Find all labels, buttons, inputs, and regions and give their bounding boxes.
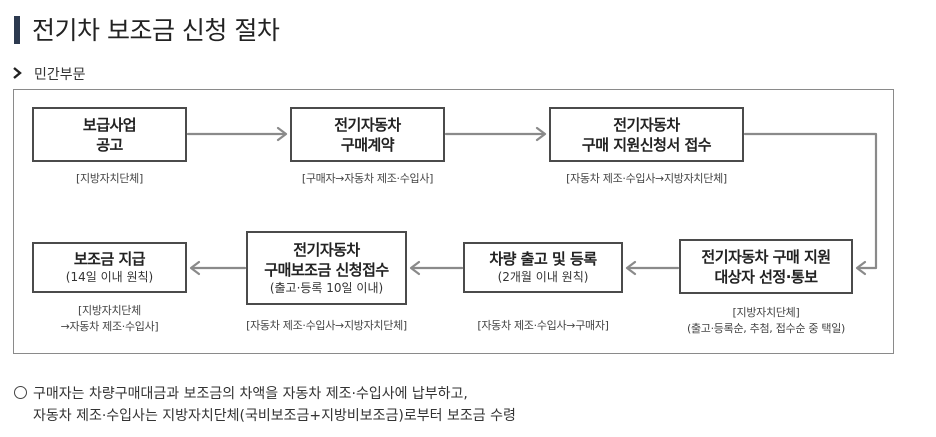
step-title-line: 보급사업 [82, 115, 137, 134]
arrow-left [189, 260, 247, 276]
step-note-line: [자동차 제조·수입사→지방자치단체] [246, 319, 407, 332]
step-note-line: [자동차 제조·수입사→구매자] [477, 319, 609, 332]
step-note-line: →자동차 제조·수입사] [60, 320, 159, 333]
step-note-line: [구매자→자동차 제조·수입사] [301, 172, 434, 185]
section-label: 민간부문 [34, 67, 86, 83]
step-note: [자동차 제조·수입사→지방자치단체] [221, 318, 432, 334]
step-title-line: 구매 지원신청서 접수 [581, 135, 712, 154]
step-title-line: 보조금 지급 [73, 250, 146, 268]
step-title-line: 대상자 선정·통보 [714, 267, 818, 286]
step-delivery-registration: 차량 출고 및 등록 (2개월 이내 원칙) [463, 242, 623, 293]
step-title-line: 전기자동차 [334, 115, 401, 134]
step-subtitle: (출고·등록 10일 이내) [269, 280, 384, 295]
step-note-line: [지방자치단체] [76, 172, 143, 185]
step-title-line: 공고 [96, 135, 123, 154]
footnote-line-2: 자동차 제조·수입사는 지방자치단체(국비보조금+지방비보조금)로부터 보조금 … [33, 408, 516, 424]
step-title-line: 구매계약 [340, 135, 395, 154]
page-title: 전기차 보조금 신청 절차 [32, 16, 280, 45]
footnote: 구매자는 차량구매대금과 보조금의 차액을 자동차 제조·수입사에 납부하고, … [14, 383, 516, 427]
title-accent-bar [14, 16, 20, 44]
step-subtitle: (14일 이내 원칙) [65, 270, 154, 284]
arrow-left [625, 260, 680, 276]
step-note-line: (출고·등록순, 추첨, 접수순 중 택일) [686, 322, 846, 335]
arrow-left [409, 260, 464, 276]
step-application-receipt: 전기자동차 구매 지원신청서 접수 [549, 107, 744, 162]
step-note: [지방자치단체] (출고·등록순, 추첨, 접수순 중 택일) [666, 305, 866, 337]
arrow-elbow-down [743, 132, 878, 276]
step-subsidy-payment: 보조금 지급 (14일 이내 원칙) [32, 242, 187, 293]
step-note-line: [지방자치단체 [78, 304, 141, 317]
step-title-line: 전기자동차 [293, 240, 360, 259]
step-note: [지방자치단체 →자동차 제조·수입사] [32, 303, 187, 335]
step-note: [자동차 제조·수입사→구매자] [448, 318, 638, 334]
step-title-line: 구매보조금 신청접수 [264, 260, 389, 279]
step-note: [자동차 제조·수입사→지방자치단체] [539, 171, 754, 187]
step-subtitle: (2개월 이내 원칙) [497, 270, 589, 284]
chevron-right-icon [13, 67, 22, 79]
step-note-line: [지방자치단체] [732, 306, 800, 319]
arrow-right [444, 126, 547, 142]
step-title-line: 차량 출고 및 등록 [489, 250, 597, 268]
step-announcement: 보급사업 공고 [32, 107, 187, 162]
footnote-text: 구매자는 차량구매대금과 보조금의 차액을 자동차 제조·수입사에 납부하고, [33, 386, 468, 402]
step-selection-notice: 전기자동차 구매 지원 대상자 선정·통보 [679, 239, 853, 294]
bullet-circle-icon [14, 386, 27, 399]
footnote-line-1: 구매자는 차량구매대금과 보조금의 차액을 자동차 제조·수입사에 납부하고, [14, 383, 516, 405]
step-note-line: [자동차 제조·수입사→지방자치단체] [566, 172, 727, 185]
step-title-line: 전기자동차 구매 지원 [701, 247, 831, 266]
arrow-right [186, 126, 288, 142]
step-note: [지방자치단체] [32, 171, 187, 187]
step-purchase-contract: 전기자동차 구매계약 [290, 107, 445, 162]
step-note: [구매자→자동차 제조·수입사] [270, 171, 465, 187]
step-title-line: 전기자동차 [613, 115, 680, 134]
step-subsidy-application: 전기자동차 구매보조금 신청접수 (출고·등록 10일 이내) [246, 231, 407, 305]
